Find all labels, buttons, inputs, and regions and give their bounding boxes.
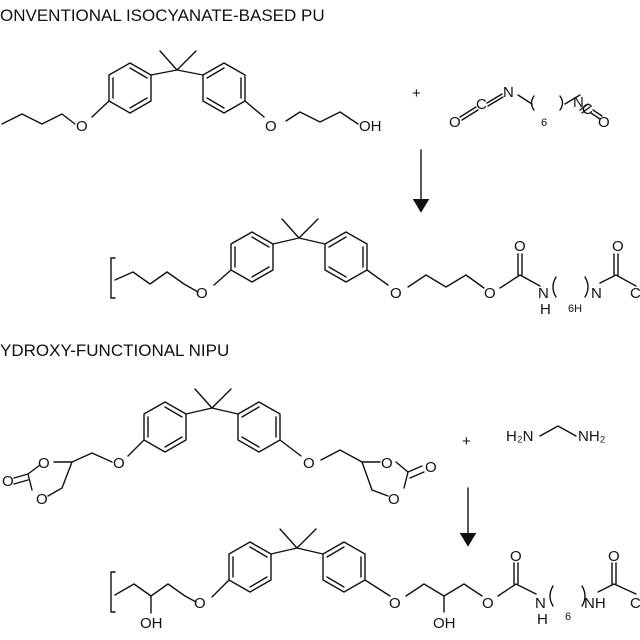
atom-label: H₂N — [506, 428, 534, 445]
atom-label: OH — [140, 615, 163, 632]
benzene-ring — [237, 401, 281, 453]
atom-label: H — [540, 301, 551, 318]
atom-label: C — [630, 595, 640, 612]
atom-label: N — [538, 285, 549, 302]
atom-label: O — [390, 285, 402, 302]
benzene-ring — [324, 231, 368, 283]
atom-label: O — [514, 238, 526, 255]
benzene-ring — [202, 62, 246, 114]
section-title-conventional-pu: ONVENTIONAL ISOCYANATE-BASED PU — [0, 6, 325, 25]
plus-sign: + — [462, 433, 471, 450]
atom-label: O — [76, 118, 88, 135]
subscript-label: 6 — [565, 611, 571, 623]
atom-label: O — [113, 455, 125, 472]
atom-label: N — [573, 94, 584, 111]
atom-label: N — [535, 595, 546, 612]
bis-cyclic-carbonate-molecule — [13, 388, 425, 497]
atom-label: NH — [584, 595, 606, 612]
atom-label: O — [196, 285, 208, 302]
atom-label: O — [389, 595, 401, 612]
benzene-ring — [228, 541, 272, 593]
atom-label: O — [388, 491, 400, 508]
atom-label: OH — [433, 615, 456, 632]
atom-label: C — [582, 101, 593, 118]
atom-label: O — [482, 595, 494, 612]
atom-label: O — [608, 548, 620, 565]
atom-label: O — [612, 238, 624, 255]
atom-label: O — [449, 114, 461, 131]
hexamethylenediamine-molecule — [539, 425, 577, 437]
atom-label: O — [425, 459, 437, 476]
atom-label: O — [36, 491, 48, 508]
section-title-nipu: YDROXY-FUNCTIONAL NIPU — [0, 341, 229, 360]
atom-label: O — [2, 473, 14, 490]
diisocyanate-molecule — [459, 93, 603, 121]
atom-label: O — [598, 114, 610, 131]
atom-label: O — [381, 455, 393, 472]
plus-sign: + — [412, 85, 421, 102]
atom-label: C — [630, 285, 640, 302]
atom-label: O — [484, 285, 496, 302]
benzene-ring — [322, 541, 366, 593]
benzene-ring — [230, 231, 274, 283]
bisphenol-diol-molecule — [1, 50, 359, 125]
benzene-ring — [108, 62, 152, 114]
nipu-product — [110, 528, 637, 614]
atom-label: O — [303, 455, 315, 472]
subscript-label: 6H — [568, 303, 582, 315]
atom-label: N — [503, 84, 514, 101]
benzene-ring — [143, 401, 187, 453]
cyclic-carbonate-ring — [361, 461, 425, 497]
atom-label: H — [537, 611, 548, 628]
atom-label: OH — [359, 118, 382, 135]
polyurethane-product — [110, 218, 637, 299]
cyclic-carbonate-ring — [13, 461, 73, 497]
atom-label: O — [38, 455, 50, 472]
atom-label: NH₂ — [578, 428, 606, 445]
atom-label: O — [265, 118, 277, 135]
subscript-label: 6 — [541, 117, 547, 129]
atom-label: O — [510, 548, 522, 565]
atom-label: O — [194, 595, 206, 612]
atom-label: N — [591, 285, 602, 302]
atom-label: C — [476, 96, 487, 113]
